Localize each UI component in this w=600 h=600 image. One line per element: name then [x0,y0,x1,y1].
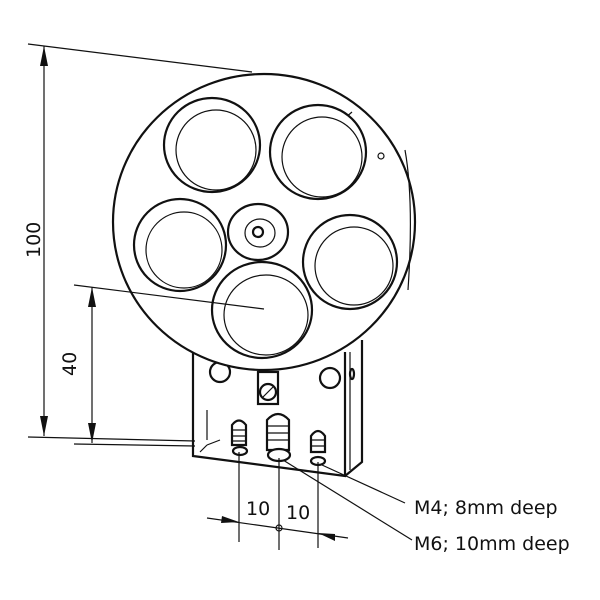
callout-m6-label: M6; 10mm deep [414,533,570,555]
dimension-label-10-left: 10 [246,498,270,520]
callout-m4-label: M4; 8mm deep [414,497,558,519]
filter-slot [132,197,228,293]
filter-slot [301,213,399,311]
callout-m6: M6; 10mm deep [282,459,570,555]
dimension-label-10-right: 10 [286,502,310,524]
dimension-label-100: 100 [23,222,45,258]
dimension-overall-height: 100 [23,43,253,442]
threaded-hole-m6-center [265,412,292,463]
dimension-axis-height: 40 [59,284,265,447]
callout-m4: M4; 8mm deep [321,464,558,519]
dimension-label-40: 40 [59,352,81,376]
filter-slot [268,103,368,201]
threaded-hole-m4-right [309,429,327,467]
filter-wheel [111,72,417,372]
dimension-hole-spacing: 10 10 [206,452,349,550]
mounting-bracket [191,340,364,478]
filter-slot [210,260,314,360]
filter-slot [162,96,262,194]
threaded-hole-m4-left [230,419,249,457]
center-hub [226,202,290,262]
